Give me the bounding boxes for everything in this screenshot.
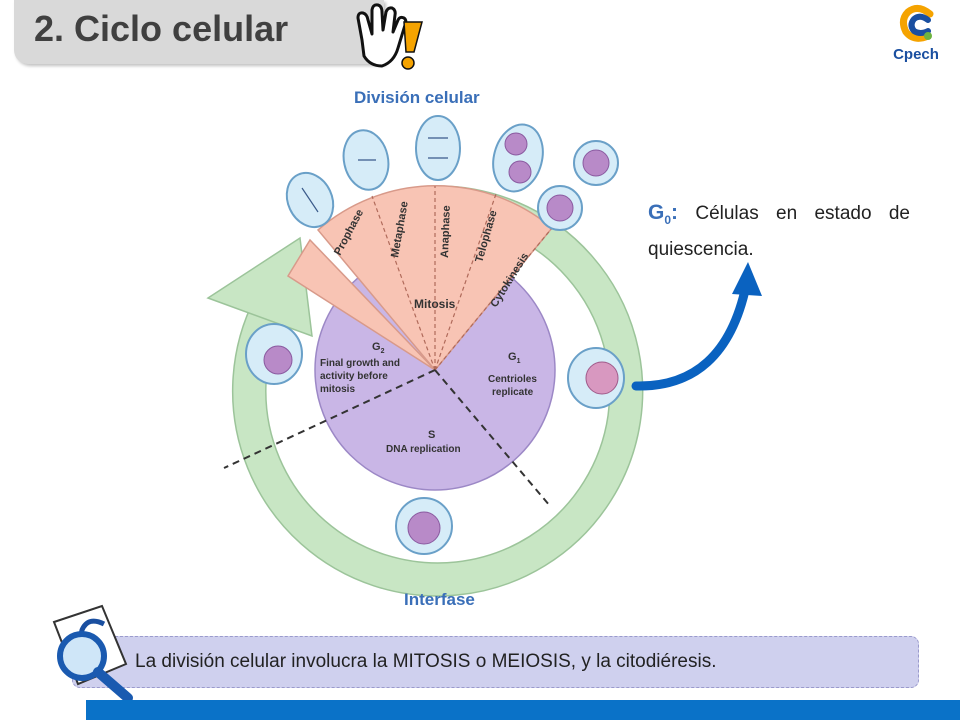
logo-text: Cpech xyxy=(893,46,939,63)
bottom-accent-bar xyxy=(86,700,960,720)
s-label: S xyxy=(428,429,435,441)
g0-curved-arrow-icon xyxy=(631,262,762,391)
s-description: DNA replication xyxy=(386,444,461,455)
title-tab xyxy=(14,0,384,64)
mitosis-label: Mitosis xyxy=(414,297,456,311)
g1-description: Centrioles replicate xyxy=(488,374,540,398)
cpech-logo: Cpech xyxy=(878,2,954,68)
page-title: 2. Ciclo celular xyxy=(34,8,289,49)
interfase-label: Interfase xyxy=(404,590,475,609)
g0-description: G0: Células en estado de quiescencia. xyxy=(648,201,910,261)
footer-note-text: La división celular involucra la MITOSIS… xyxy=(135,651,717,672)
division-celular-label: División celular xyxy=(354,88,480,107)
phase-label-anaphase: Anaphase xyxy=(439,205,453,258)
interphase-cells xyxy=(245,323,625,555)
g2-description: Final growth and activity before mitosis xyxy=(320,358,403,395)
footer-note-box: La división celular involucra la MITOSIS… xyxy=(72,636,919,688)
g1-label: G1 xyxy=(508,351,521,365)
cpech-logo-icon xyxy=(899,5,934,42)
cell-cycle-diagram: Prophase Metaphase Anaphase Telophase Cy… xyxy=(206,115,644,597)
magnifier-icon xyxy=(52,604,133,703)
hand-pointer-icon xyxy=(356,3,423,70)
g2-label: G2 xyxy=(372,341,385,355)
